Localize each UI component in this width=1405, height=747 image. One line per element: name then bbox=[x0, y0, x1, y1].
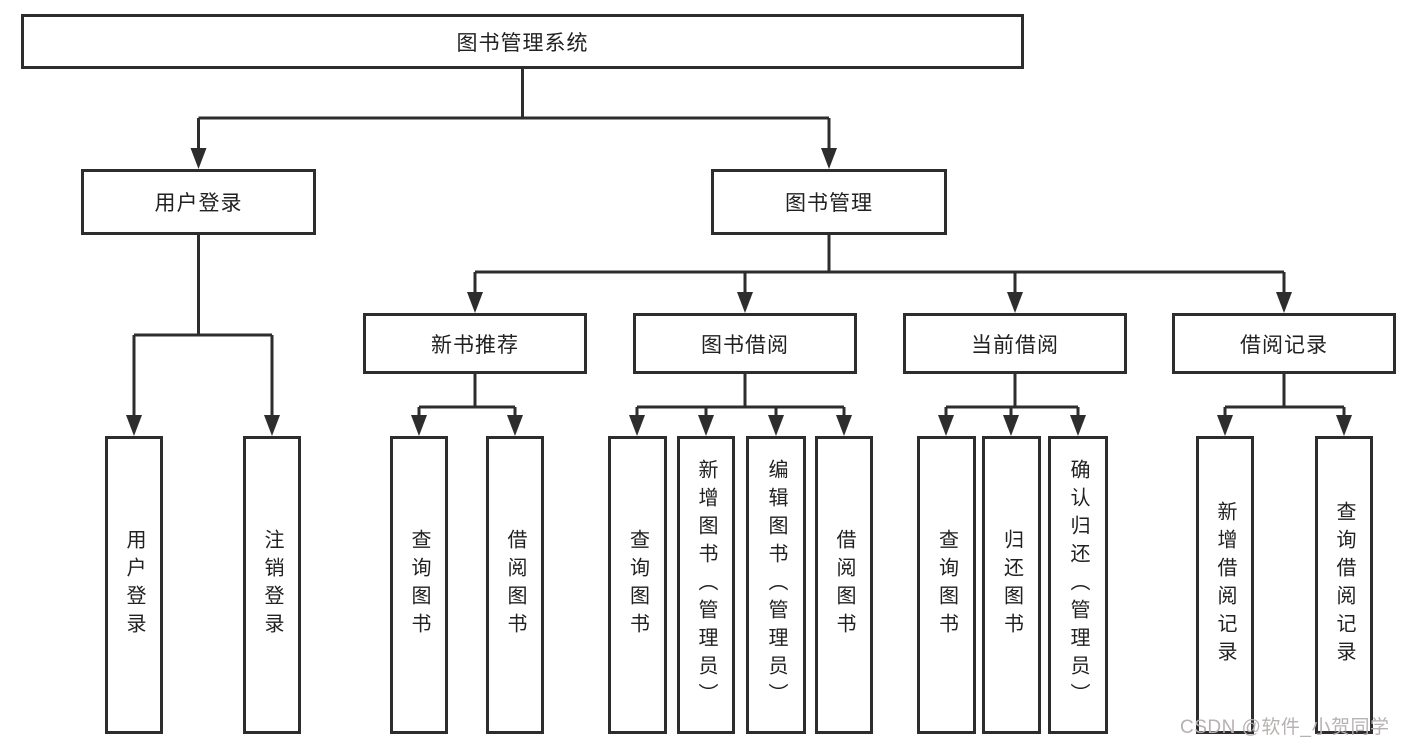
node-current-borrow: 当前借阅 bbox=[903, 313, 1127, 374]
node-leaf-edit-book-admin: 编辑图书（管理员） bbox=[746, 436, 806, 734]
node-new-book-recommend: 新书推荐 bbox=[363, 313, 587, 374]
node-new-book-recommend-label: 新书推荐 bbox=[431, 333, 519, 357]
node-borrow-records-label: 借阅记录 bbox=[1240, 333, 1328, 357]
node-leaf-query-books-2: 查询图书 bbox=[608, 436, 667, 734]
node-leaf-query-books-1: 查询图书 bbox=[390, 436, 448, 734]
node-root-label: 图书管理系统 bbox=[456, 31, 589, 55]
node-user-login-label: 用户登录 bbox=[154, 192, 243, 215]
node-leaf-add-borrow-record: 新增借阅记录 bbox=[1196, 436, 1254, 734]
node-current-borrow-label: 当前借阅 bbox=[971, 333, 1059, 357]
node-leaf-query-borrow-record: 查询借阅记录 bbox=[1315, 436, 1373, 734]
node-leaf-borrow-books-1: 借阅图书 bbox=[486, 436, 544, 734]
connector-new-book-rec-children bbox=[411, 374, 523, 436]
node-root-system: 图书管理系统 bbox=[21, 14, 1024, 69]
csdn-watermark: CSDN @软件_小贺同学 bbox=[1180, 717, 1390, 738]
node-user-login: 用户登录 bbox=[81, 169, 316, 235]
connector-book-borrow-children bbox=[629, 374, 852, 436]
node-leaf-user-login: 用户登录 bbox=[105, 436, 163, 734]
node-leaf-query-books-3: 查询图书 bbox=[917, 436, 976, 734]
node-leaf-add-book-admin: 新增图书（管理员） bbox=[677, 436, 735, 734]
node-book-borrow-label: 图书借阅 bbox=[701, 333, 789, 357]
node-book-borrow: 图书借阅 bbox=[633, 313, 857, 374]
connector-book-mgmt-to-level3 bbox=[467, 235, 1292, 313]
node-book-management-label: 图书管理 bbox=[785, 192, 873, 215]
connector-user-login-children bbox=[126, 235, 280, 436]
connector-current-borrow-children bbox=[938, 374, 1086, 436]
node-leaf-logout: 注销登录 bbox=[243, 436, 301, 734]
node-leaf-borrow-books-2: 借阅图书 bbox=[815, 436, 873, 734]
node-book-management: 图书管理 bbox=[711, 169, 947, 235]
connector-root-to-level2 bbox=[190, 69, 837, 169]
node-leaf-return-book: 归还图书 bbox=[982, 436, 1041, 734]
node-leaf-confirm-return-admin: 确认归还（管理员） bbox=[1048, 436, 1108, 734]
connector-borrow-records-children bbox=[1217, 374, 1352, 436]
node-borrow-records: 借阅记录 bbox=[1172, 313, 1396, 374]
